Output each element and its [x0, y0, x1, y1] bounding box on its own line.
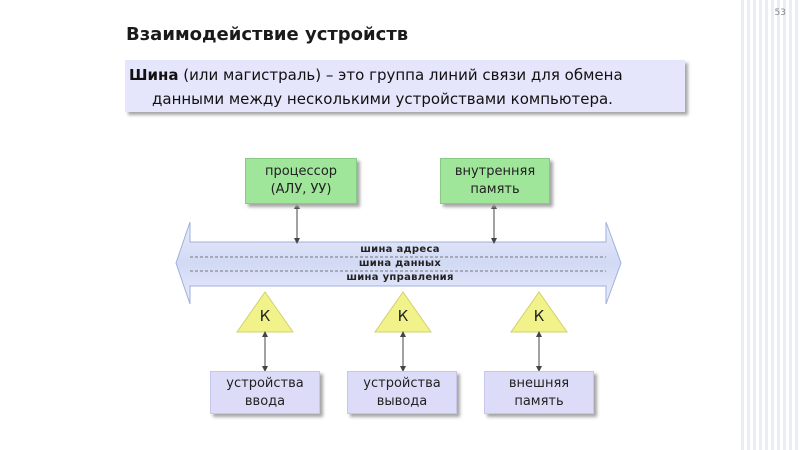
box-output-devices: устройства вывода [347, 371, 457, 414]
definition-line-2: данными между несколькими устройствами к… [152, 90, 613, 108]
box-processor: процессор (АЛУ, УУ) [245, 158, 357, 204]
controller-label-1: К [259, 307, 271, 325]
box-internal-memory: внутренняя память [440, 158, 550, 204]
decorative-stripes [738, 0, 800, 450]
definition-line-1: Шина (или магистраль) – это группа линий… [125, 63, 685, 87]
definition-term: Шина [129, 66, 179, 84]
definition-line-1-rest: (или магистраль) – это группа линий связ… [178, 66, 623, 84]
bus-label-control: шина управления [346, 272, 454, 283]
controller-label-2: К [397, 307, 409, 325]
box-input-devices: устройства ввода [210, 371, 320, 414]
bus-label-address: шина адреса [360, 244, 440, 255]
definition-box: Шина (или магистраль) – это группа линий… [125, 60, 685, 112]
slide-number: 53 [774, 8, 786, 18]
slide-title: Взаимодействие устройств [126, 24, 409, 45]
bus-arrow [175, 221, 622, 305]
box-external-memory: внешняя память [484, 371, 594, 414]
controller-label-3: К [533, 307, 545, 325]
bus-label-data: шина данных [358, 258, 442, 269]
